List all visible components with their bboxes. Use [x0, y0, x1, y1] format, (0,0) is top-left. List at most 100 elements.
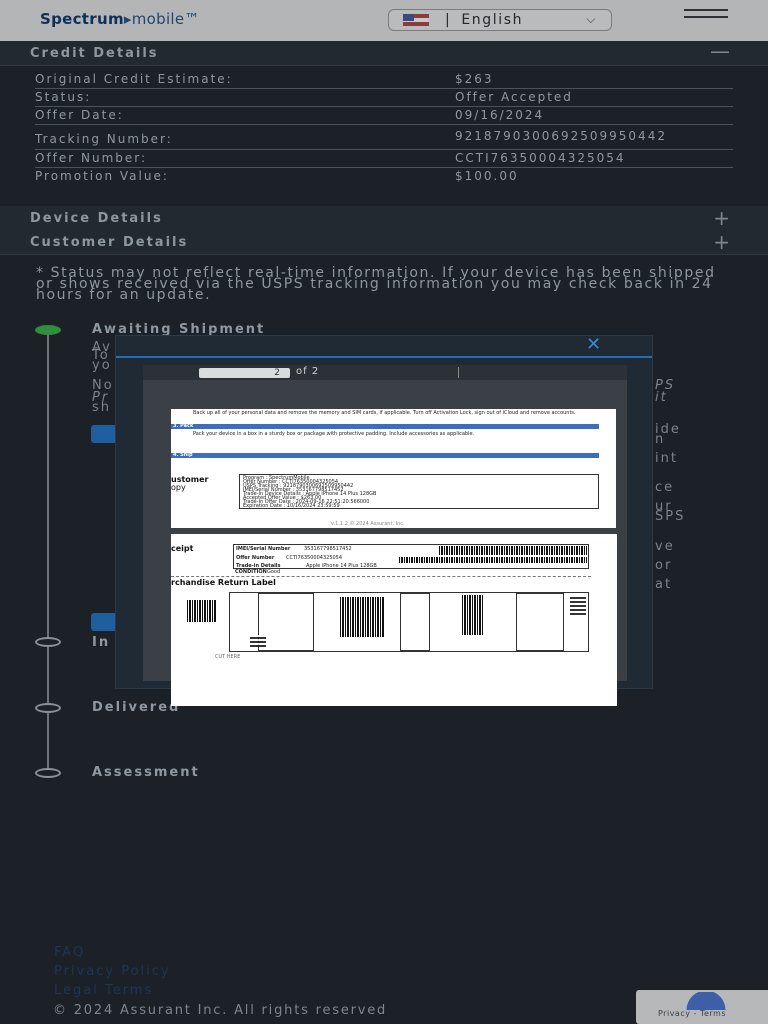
- detail-value: $100.00: [455, 169, 519, 183]
- hamburger-menu-icon[interactable]: [684, 9, 728, 23]
- offer-barcode: [399, 557, 587, 563]
- imei-value: 353167798517452: [304, 546, 352, 552]
- privacy-policy-link[interactable]: Privacy Policy: [54, 964, 171, 979]
- expand-icon[interactable]: +: [713, 230, 732, 254]
- bg-text-fragment: No: [92, 378, 114, 393]
- modal-topbar: ✕: [116, 334, 652, 358]
- imei-label: IMEI/Serial Number: [236, 546, 291, 552]
- offer-number-label: Offer Number: [236, 555, 275, 561]
- detail-row: Status: Offer Accepted: [35, 89, 733, 107]
- timeline-label-in: In: [92, 635, 111, 650]
- credit-details-title: Credit Details: [30, 46, 159, 61]
- action-button[interactable]: [91, 613, 117, 631]
- language-divider: |: [445, 12, 452, 28]
- info-line: Offer Number : CCTI76350004325054: [243, 479, 339, 485]
- timeline-label-assessment: Assessment: [92, 765, 200, 780]
- print-label-button[interactable]: [91, 425, 117, 443]
- detail-row: Tracking Number: 9218790300692509950442: [35, 125, 733, 150]
- usps-barcode: [340, 597, 384, 637]
- offer-number-value: CCTI76350004325054: [286, 555, 343, 561]
- app-header: Spectrum▸mobile™ | English ⌵: [0, 0, 768, 41]
- close-icon[interactable]: ✕: [586, 334, 602, 355]
- pdf-viewer[interactable]: 2 of 2 Back up all of your personal data…: [143, 365, 627, 706]
- section-bar: [171, 453, 599, 458]
- bg-text-fragment: at: [655, 577, 673, 592]
- timeline-step-icon: [35, 768, 61, 778]
- faq-link[interactable]: FAQ: [54, 945, 86, 960]
- detail-label: Status:: [35, 90, 92, 104]
- customer-details-title: Customer Details: [30, 235, 189, 250]
- detail-row: Offer Date: 09/16/2024: [35, 107, 733, 125]
- bg-text-fragment: sh: [92, 400, 112, 415]
- timeline-label-awaiting-shipment: Awaiting Shipment: [92, 322, 266, 337]
- label-panel: [258, 593, 314, 651]
- recaptcha-badge[interactable]: Privacy - Terms: [636, 990, 768, 1024]
- detail-row: Offer Number: CCTI76350004325054: [35, 150, 733, 168]
- offer-info-box: Program : SpectrumMobile Offer Number : …: [239, 474, 599, 509]
- label-panel: [400, 593, 430, 651]
- expand-icon[interactable]: +: [713, 206, 732, 230]
- imei-barcode: [439, 546, 587, 555]
- tracking-number-link[interactable]: 9218790300692509950442: [455, 129, 667, 143]
- recaptcha-terms[interactable]: Privacy - Terms: [658, 1009, 726, 1018]
- page-number-input[interactable]: 2: [199, 368, 290, 378]
- tradein-value: Apple iPhone 14 Plus 128GB: [306, 563, 377, 569]
- detail-value: Offer Accepted: [455, 90, 573, 104]
- section-bar: [171, 424, 599, 429]
- info-line: Trade-In Offer Date : 2024-09-16 22:51:2…: [243, 499, 370, 505]
- customer-copy-subtitle: opy: [171, 483, 186, 492]
- pdf-page-2: ceipt IMEI/Serial Number 353167798517452…: [171, 534, 617, 706]
- detail-value: CCTI76350004325054: [455, 151, 626, 165]
- info-line: Expiration Date : 10/16/2024 23:59:59: [243, 503, 340, 509]
- detail-label: Offer Date:: [35, 108, 124, 122]
- status-note: * Status may not reflect real-time infor…: [36, 265, 716, 303]
- language-select[interactable]: | English ⌵: [388, 9, 612, 31]
- detail-label: Tracking Number:: [35, 132, 173, 146]
- detail-row: Original Credit Estimate: $263: [35, 71, 733, 89]
- page-count: of 2: [296, 366, 320, 377]
- device-details-header[interactable]: Device Details +: [0, 206, 768, 231]
- spectrum-mobile-logo[interactable]: Spectrum▸mobile™: [40, 10, 200, 28]
- customer-details-header[interactable]: Customer Details +: [0, 230, 768, 255]
- info-line: IMEI/Serial Number : 353167798517452: [243, 487, 344, 493]
- qr-code-icon: [250, 635, 266, 647]
- language-label: English: [461, 12, 524, 28]
- bg-text-fragment: Pr: [92, 390, 110, 405]
- toolbar-divider: [458, 367, 459, 378]
- page-footer: v.1.1.2 © 2024 Assurant, Inc.: [331, 521, 405, 527]
- detail-label: Original Credit Estimate:: [35, 72, 233, 86]
- bg-text-fragment: To: [92, 348, 110, 363]
- logo-product: mobile: [131, 10, 185, 28]
- bg-text-fragment: int: [655, 451, 678, 466]
- tradein-label: Trade-in Details: [236, 563, 281, 569]
- shipping-label: [229, 592, 589, 652]
- recaptcha-icon: [676, 992, 736, 1010]
- condition-value: Good: [267, 569, 281, 575]
- bg-text-fragment: ve: [655, 539, 675, 554]
- return-barcode: [187, 600, 217, 622]
- shipping-label-modal: ✕ 2 of 2 Back up all of your personal da…: [115, 334, 653, 706]
- return-label-title: rchandise Return Label: [171, 578, 276, 587]
- legal-terms-link[interactable]: Legal Terms: [54, 983, 154, 998]
- cut-here-label: CUT HERE: [215, 654, 241, 660]
- detail-label: Promotion Value:: [35, 169, 169, 183]
- collapse-icon[interactable]: —: [710, 39, 732, 63]
- timeline-step-icon: [35, 703, 61, 713]
- device-details-title: Device Details: [30, 211, 163, 226]
- timeline-step-active-icon: [35, 325, 61, 335]
- instruction-text: Back up all of your personal data and re…: [193, 410, 576, 416]
- cut-line: [171, 576, 591, 577]
- info-line: USPS Tracking : 9218790300692509950442: [243, 483, 354, 489]
- section-ship-title: 4. Ship: [173, 452, 193, 458]
- credit-details-header[interactable]: Credit Details —: [0, 39, 768, 66]
- customer-copy-title: ustomer: [171, 475, 209, 484]
- us-flag-icon: [403, 14, 429, 26]
- copyright: © 2024 Assurant Inc. All rights reserved: [53, 1003, 388, 1018]
- device-info-box: IMEI/Serial Number 353167798517452 Offer…: [233, 544, 589, 569]
- label-panel: [516, 593, 564, 651]
- credit-details-table: Original Credit Estimate: $263 Status: O…: [35, 71, 733, 185]
- timeline-label-delivered: Delivered: [92, 700, 181, 715]
- logo-brand: Spectrum: [40, 10, 124, 28]
- bg-text-fragment: PS: [655, 378, 676, 393]
- timeline-step-icon: [35, 637, 61, 647]
